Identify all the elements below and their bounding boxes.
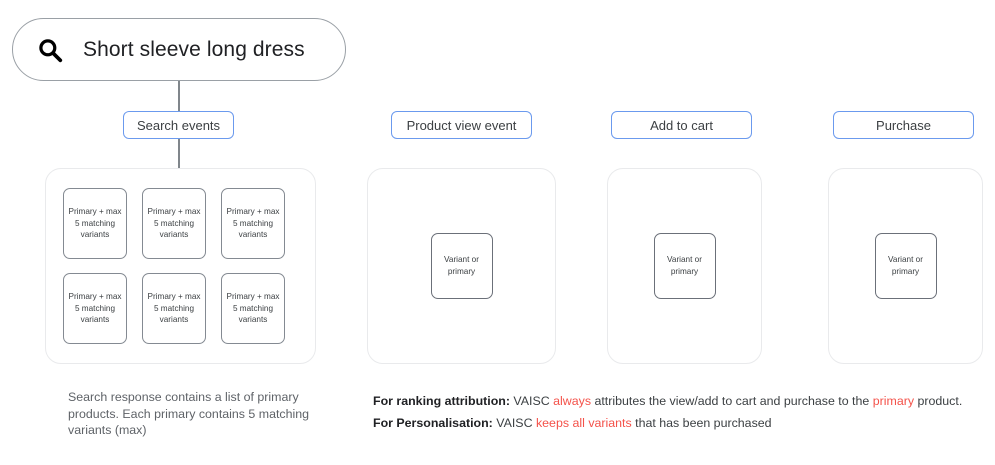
note-ranking-highlight-always: always [553, 394, 592, 408]
note-ranking-attribution: For ranking attribution: VAISC always at… [373, 390, 988, 412]
primary-product-card[interactable]: Primary + max 5 matching variants [142, 273, 206, 344]
primary-product-card[interactable]: Primary + max 5 matching variants [142, 188, 206, 259]
note-personalisation-part2: that has been purchased [631, 416, 772, 430]
note-personalisation: For Personalisation: VAISC keeps all var… [373, 412, 988, 434]
primary-product-card[interactable]: Primary + max 5 matching variants [221, 188, 285, 259]
caption-search-response: Search response contains a list of prima… [68, 390, 310, 437]
primary-products-grid: Primary + max 5 matching variants Primar… [63, 188, 285, 344]
note-ranking-label: For ranking attribution: [373, 394, 510, 408]
variant-or-primary-card[interactable]: Variant or primary [653, 233, 716, 299]
note-personalisation-label: For Personalisation: [373, 416, 493, 430]
connector-line-bottom [178, 139, 180, 168]
attribution-notes: For ranking attribution: VAISC always at… [373, 390, 988, 434]
note-personalisation-part1: VAISC [492, 416, 536, 430]
connector-line-top [178, 81, 180, 111]
primary-product-card[interactable]: Primary + max 5 matching variants [221, 273, 285, 344]
primary-product-card[interactable]: Primary + max 5 matching variants [63, 188, 127, 259]
panel-search-results: Primary + max 5 matching variants Primar… [45, 168, 316, 364]
event-pill-search-events[interactable]: Search events [123, 111, 234, 139]
panel-purchase: Variant or primary [828, 168, 983, 364]
variant-or-primary-card[interactable]: Variant or primary [430, 233, 493, 299]
note-ranking-part1: VAISC [509, 394, 554, 408]
note-ranking-highlight-primary: primary [872, 394, 915, 408]
note-ranking-part3: product. [914, 394, 963, 408]
event-pill-purchase[interactable]: Purchase [833, 111, 974, 139]
note-ranking-part2: attributes the view/add to cart and purc… [591, 394, 873, 408]
search-query-text: Short sleeve long dress [83, 37, 305, 61]
search-bar[interactable]: Short sleeve long dress [12, 18, 346, 81]
event-pill-product-view-event[interactable]: Product view event [391, 111, 532, 139]
event-pill-add-to-cart[interactable]: Add to cart [611, 111, 752, 139]
panel-product-view: Variant or primary [367, 168, 556, 364]
search-icon [39, 38, 63, 62]
variant-or-primary-card[interactable]: Variant or primary [874, 233, 937, 299]
primary-product-card[interactable]: Primary + max 5 matching variants [63, 273, 127, 344]
panel-add-to-cart: Variant or primary [607, 168, 762, 364]
note-personalisation-highlight: keeps all variants [535, 416, 632, 430]
